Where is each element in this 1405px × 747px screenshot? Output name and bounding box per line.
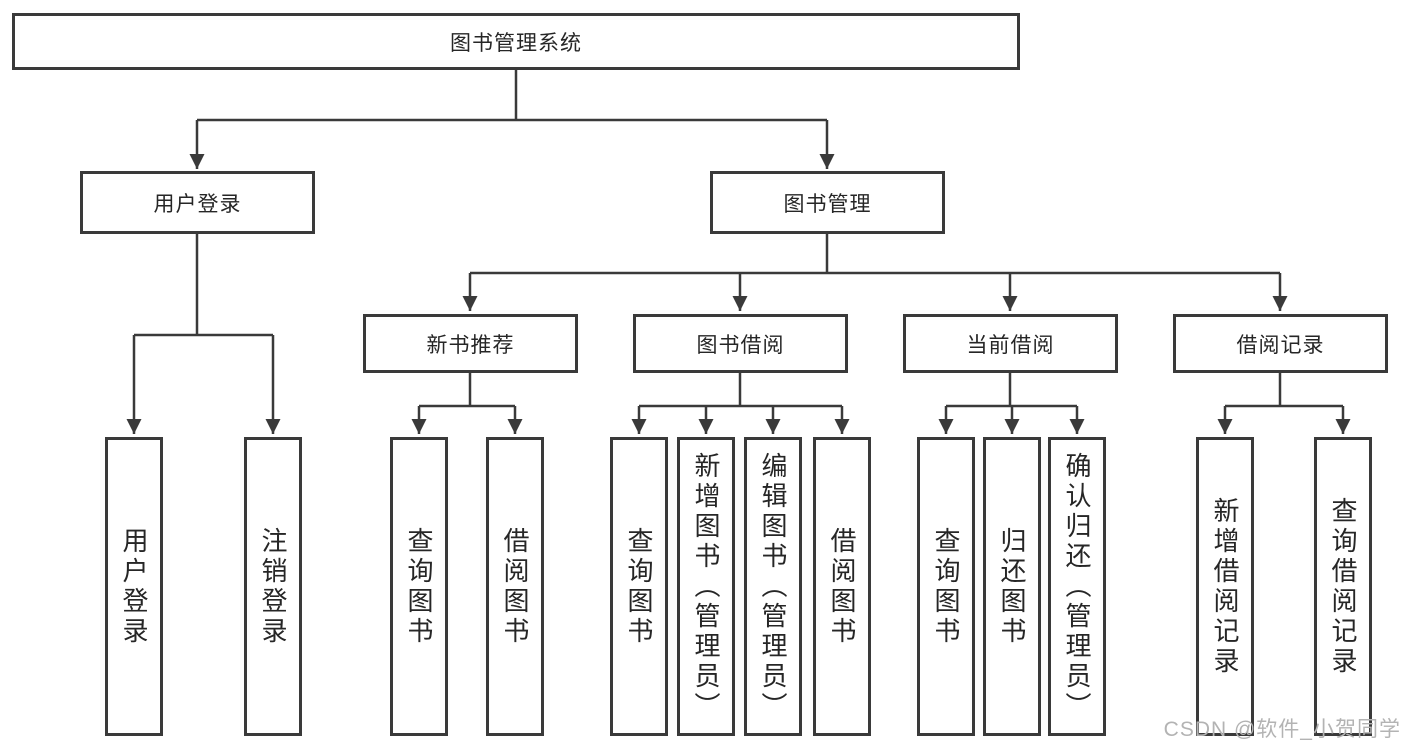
node-label: 当前借阅 (966, 333, 1055, 357)
leaf-label: 新增借阅记录 (1210, 496, 1240, 677)
connector-newbook-bus (419, 373, 515, 408)
node-book-management: 图书管理 (710, 171, 945, 234)
leaf-query-book-current: 查询图书 (917, 437, 975, 736)
node-label: 图书管理 (783, 192, 872, 216)
node-book-borrow: 图书借阅 (633, 314, 848, 373)
leaf-edit-book-admin: 编辑图书（管理员） (744, 437, 802, 736)
leaf-add-book-admin: 新增图书（管理员） (677, 437, 735, 736)
connector-bookmgmt-bus (470, 234, 1280, 275)
leaf-label: 用户登录 (119, 526, 149, 647)
leaf-confirm-return-admin: 确认归还（管理员） (1048, 437, 1106, 736)
leaf-label: 确认归还（管理员） (1062, 451, 1092, 722)
node-label: 用户登录 (153, 192, 242, 216)
node-label: 新书推荐 (426, 333, 515, 357)
leaf-label: 查询借阅记录 (1328, 496, 1358, 677)
node-label: 图书借阅 (696, 333, 785, 357)
leaf-query-borrow-record: 查询借阅记录 (1314, 437, 1372, 736)
leaf-label: 查询图书 (931, 526, 961, 647)
node-current-borrow: 当前借阅 (903, 314, 1118, 373)
leaf-label: 编辑图书（管理员） (758, 451, 788, 722)
leaf-query-book-recommend: 查询图书 (390, 437, 448, 736)
leaf-label: 归还图书 (997, 526, 1027, 647)
node-borrow-records: 借阅记录 (1173, 314, 1388, 373)
leaf-label: 注销登录 (258, 526, 288, 647)
node-user-login: 用户登录 (80, 171, 315, 234)
leaf-borrow-book: 借阅图书 (813, 437, 871, 736)
node-new-book-recommend: 新书推荐 (363, 314, 578, 373)
leaf-query-book-borrow: 查询图书 (610, 437, 668, 736)
node-library-management-system: 图书管理系统 (12, 13, 1020, 70)
leaf-logout: 注销登录 (244, 437, 302, 736)
leaf-label: 查询图书 (624, 526, 654, 647)
node-label: 借阅记录 (1236, 333, 1325, 357)
connector-records-bus (1225, 373, 1343, 408)
leaf-label: 借阅图书 (500, 526, 530, 647)
leaf-user-login: 用户登录 (105, 437, 163, 736)
leaf-add-borrow-record: 新增借阅记录 (1196, 437, 1254, 736)
connector-userlogin-bus (134, 234, 273, 337)
leaf-label: 借阅图书 (827, 526, 857, 647)
leaf-return-book: 归还图书 (983, 437, 1041, 736)
leaf-label: 新增图书（管理员） (691, 451, 721, 722)
leaf-borrow-book-recommend: 借阅图书 (486, 437, 544, 736)
leaf-label: 查询图书 (404, 526, 434, 647)
connector-currentborrow-bus (946, 373, 1077, 408)
csdn-watermark: CSDN @软件_小贺同学 (1163, 718, 1401, 741)
connector-root-bus (197, 70, 827, 122)
connector-bookborrow-bus (639, 373, 842, 408)
node-label: 图书管理系统 (450, 31, 582, 55)
